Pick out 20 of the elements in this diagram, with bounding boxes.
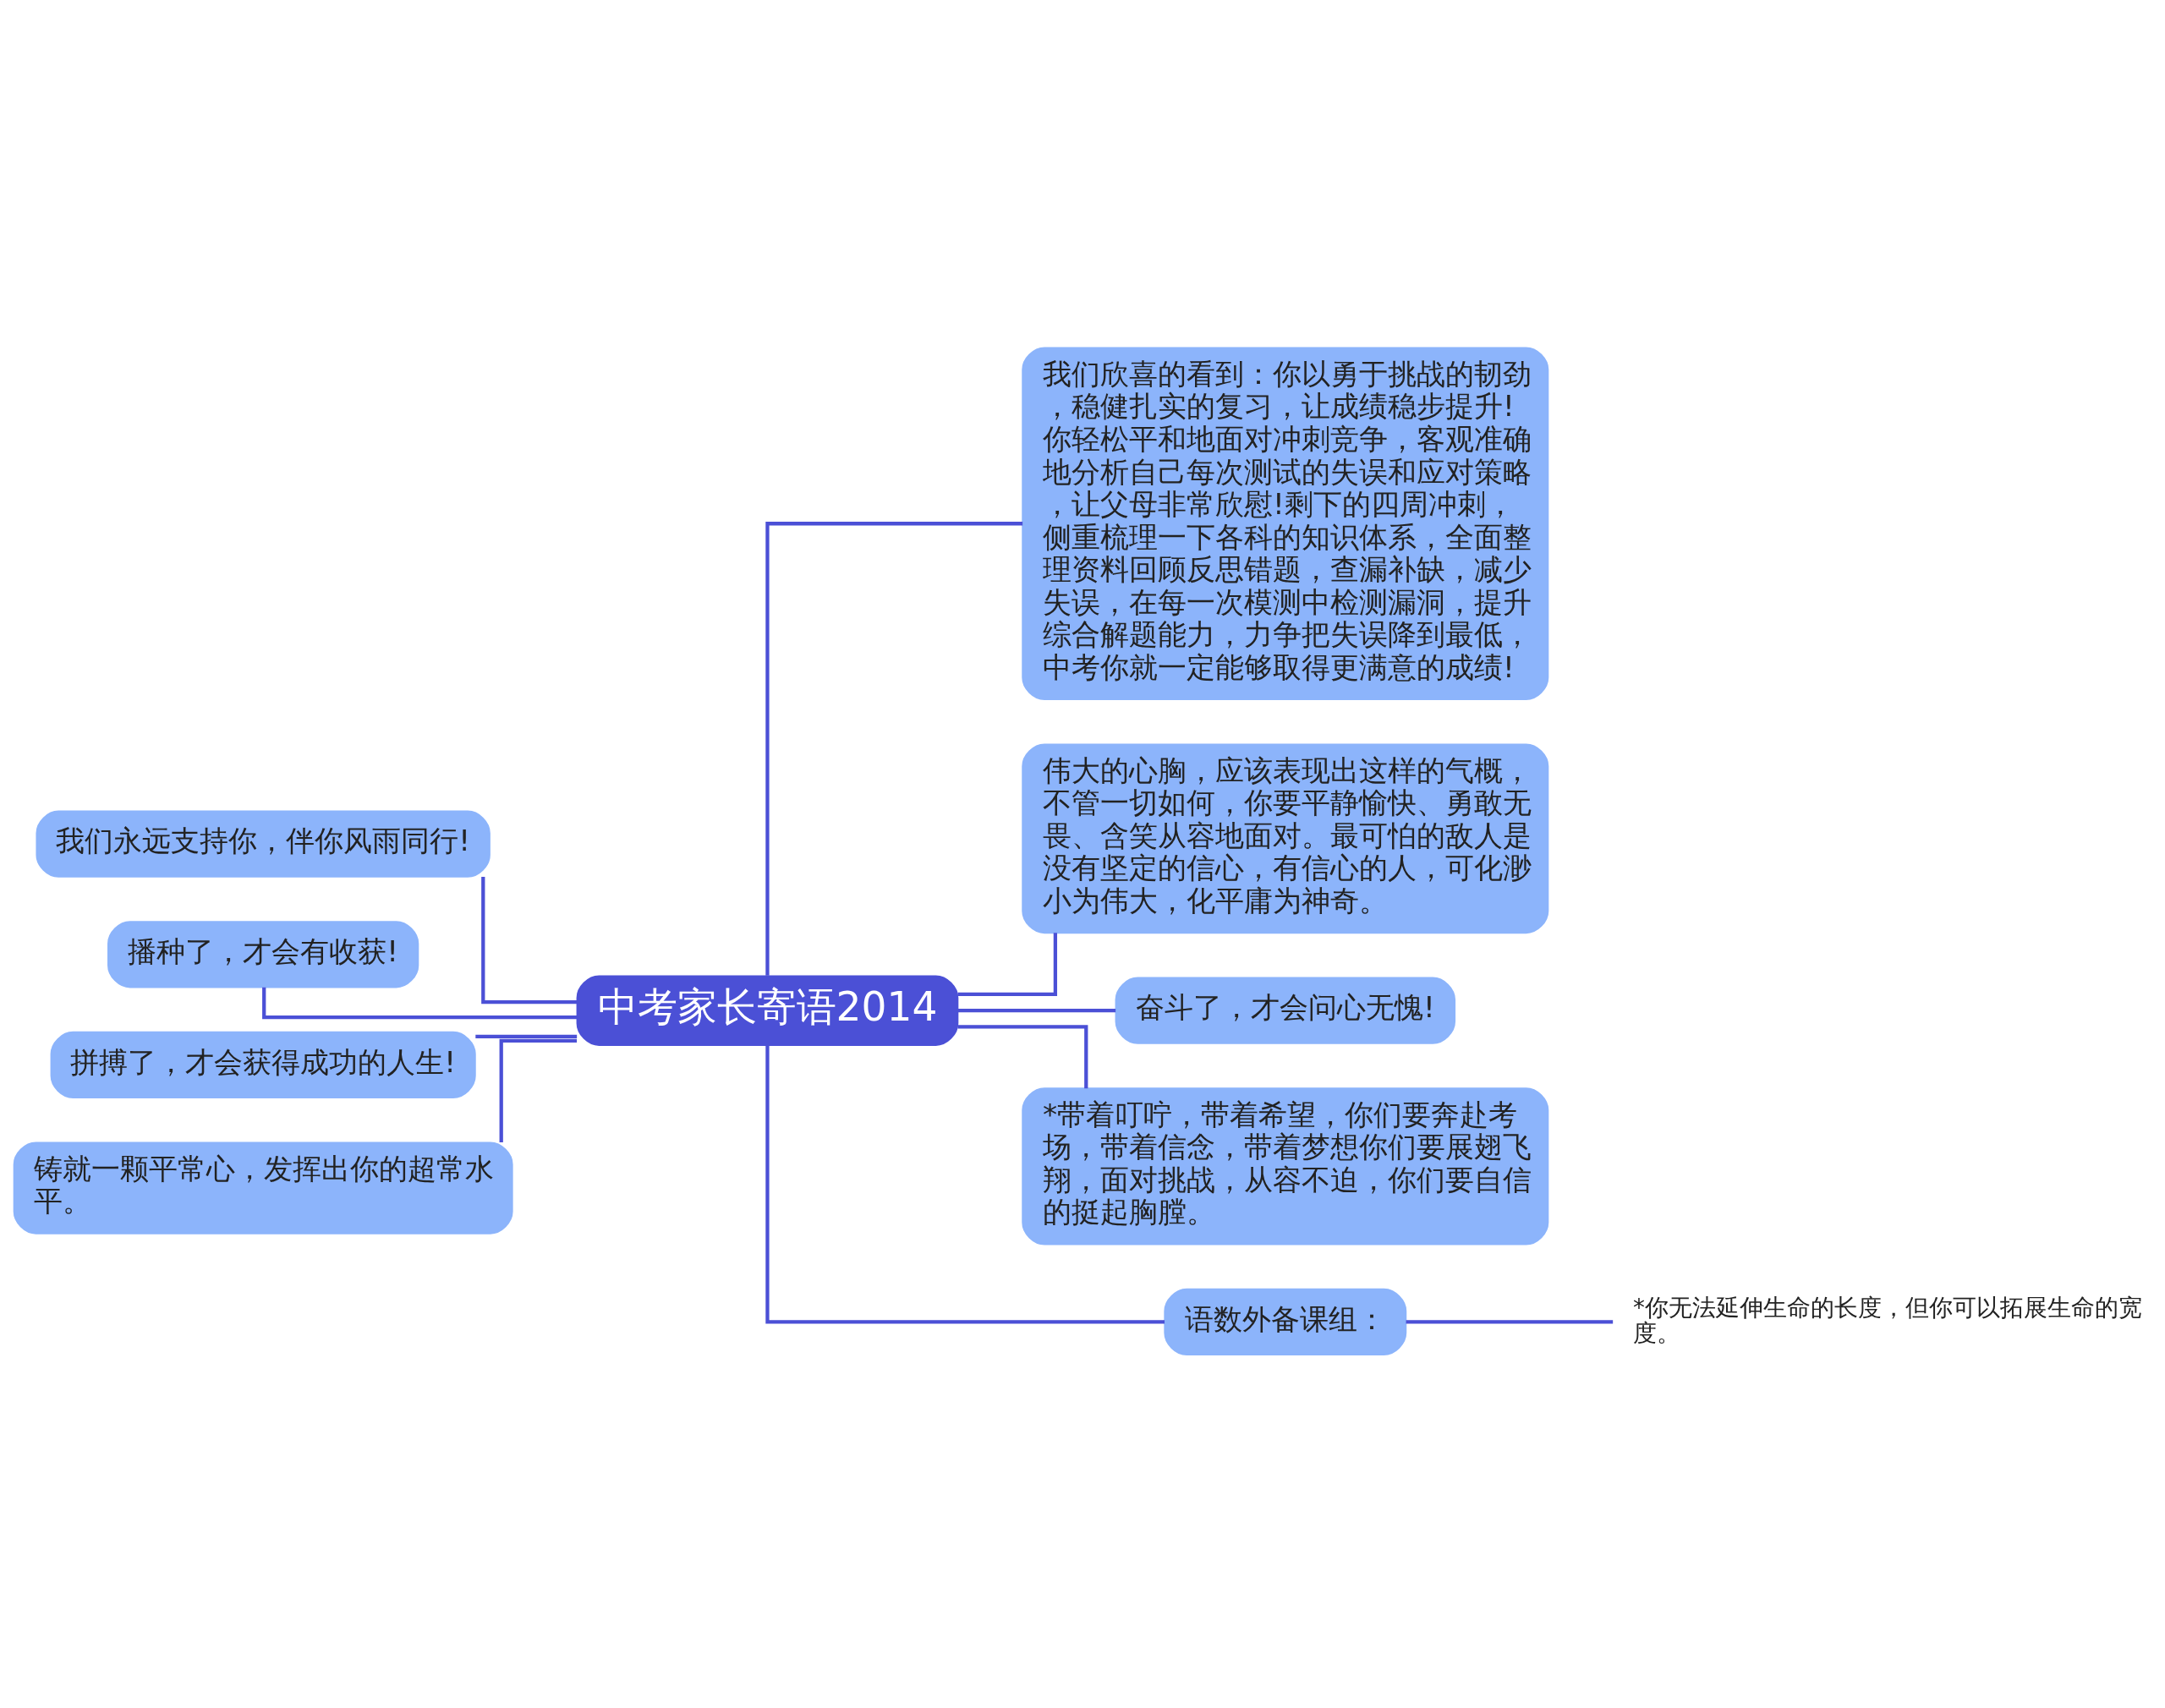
connector	[957, 933, 1058, 997]
node-box: 我们欣喜的看到：你以勇于挑战的韧劲，稳健扎实的复习，让成绩稳步提升!你轻松平和地面对冲刺竞争，客观准确地分析自己每次测试的失误和应对策略，让父母非常欣慰!剩下的四周冲刺，侧重梳理一下各科的知识体系，全面整理资料回顾反思错题，查漏补缺，减少失误，在每一次模测中检测漏洞，提升综合解题能力，力争把失误降到最低，中考你就一定能够取得更满意的成绩!	[1022, 347, 1549, 700]
connector	[475, 1034, 578, 1039]
node-box: 拼搏了，才会获得成功的人生!	[50, 1031, 476, 1099]
node-box: 中考家长寄语2014	[576, 975, 959, 1046]
connector	[1406, 1320, 1614, 1324]
node-box: 奋斗了，才会问心无愧!	[1115, 977, 1456, 1044]
connector	[957, 1025, 1088, 1089]
node-box: 语数外备课组：	[1164, 1288, 1407, 1356]
connector	[481, 877, 578, 1005]
connector	[499, 1038, 578, 1142]
node-box: 我们永远支持你，伴你风雨同行!	[36, 810, 491, 878]
node-box: 伟大的心胸，应该表现出这样的气概，不管一切如何，你要平静愉快、勇敢无畏、含笑从容地面对。最可怕的敌人是没有坚定的信心，有信心的人，可化渺小为伟大，化平庸为神奇。	[1022, 743, 1549, 934]
node-box: 铸就一颗平常心，发挥出你的超常水平。	[13, 1141, 513, 1234]
node-box: *带着叮咛，带着希望，你们要奔赴考场，带着信念，带着梦想你们要展翅飞翔，面对挑战，从容不迫，你们要自信的挺起胸膛。	[1022, 1087, 1549, 1245]
connector	[765, 1045, 1165, 1324]
connector	[957, 1009, 1116, 1013]
node-text: *你无法延伸生命的长度，但你可以拓展生命的宽度。	[1632, 1293, 2142, 1347]
node-box: 播种了，才会有收获!	[107, 921, 419, 988]
connector	[765, 522, 1023, 976]
